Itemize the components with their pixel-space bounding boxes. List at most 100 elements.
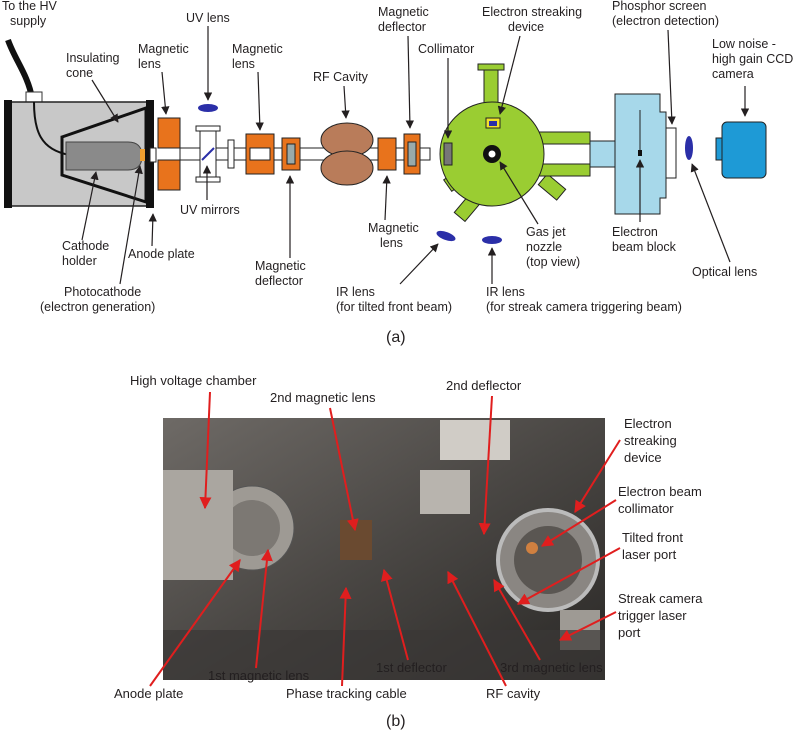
red-arrow-streak-trigger [558, 611, 617, 641]
label-optical-lens: Optical lens [692, 265, 757, 279]
label-anode-plate: Anode plate [128, 247, 195, 261]
magnetic-lens-2-bore [249, 147, 271, 161]
streaking-chamber-window [514, 526, 582, 594]
magnetic-deflector-1-core [286, 143, 296, 165]
arrow-electron-streaking-device [497, 35, 521, 115]
label-third-magnetic-lens-b: 3rd magnetic lens [500, 660, 603, 675]
hv-connector [25, 91, 43, 103]
arrow-rf-cavity [341, 85, 350, 119]
label-ccd-camera: Low noise - high gain CCD camera [712, 37, 797, 81]
label-electron-beam-collimator-b: Electron beam collimator [618, 484, 705, 516]
ir-lens-streak [482, 236, 502, 244]
arrow-phosphor-screen [667, 29, 676, 125]
phosphor-screen [665, 127, 677, 179]
arrow-magnetic-lens-3 [382, 175, 391, 221]
label-streak-camera-trigger-port-b: Streak camera trigger laser port [618, 591, 706, 640]
cathode-holder [65, 141, 143, 171]
caption-b: (b) [386, 713, 406, 730]
magnetic-lens-1-top [157, 117, 181, 149]
uv-mirror [201, 147, 215, 161]
red-arrow-tilted-front [516, 547, 621, 605]
magnetic-lens-3 [377, 137, 397, 171]
arrow-gas-jet-nozzle [499, 161, 539, 225]
label-magnetic-lens-1: Magnetic lens [138, 42, 192, 71]
red-arrow-phase-tracking-cable [339, 586, 352, 687]
ir-lens-tilted [436, 230, 456, 242]
collimator-photo [526, 542, 538, 554]
hv-chamber-body [163, 470, 233, 580]
label-electron-beam-block: Electron beam block [612, 225, 677, 254]
panel-b-arrows [149, 391, 621, 687]
label-uv-lens: UV lens [186, 11, 230, 25]
optical-lens [685, 136, 693, 160]
label-second-deflector-b: 2nd deflector [446, 378, 522, 393]
flight-tube [589, 140, 616, 168]
label-tilted-front-laser-port-b: Tilted front laser port [622, 530, 687, 562]
label-anode-plate-b: Anode plate [114, 686, 183, 701]
arrow-anode-plate [148, 213, 157, 247]
streaking-chamber [439, 63, 591, 223]
label-electron-streaking-device-b: Electron streaking device [624, 416, 680, 465]
magnetic-lens-1-bottom [157, 159, 181, 191]
label-rf-cavity: RF Cavity [313, 70, 369, 84]
label-magnetic-lens-3: Magnetic lens [368, 221, 422, 250]
label-cathode-holder: Cathode holder [62, 239, 113, 268]
label-electron-streaking-device: Electron streaking device [482, 5, 586, 34]
panel-a-arrows [81, 26, 750, 285]
label-uv-mirrors: UV mirrors [180, 203, 240, 217]
label-first-deflector-b: 1st deflector [376, 660, 447, 675]
arrow-magnetic-deflector-top [405, 35, 415, 129]
uv-lens [198, 104, 218, 112]
red-arrow-second-magnetic-lens [329, 407, 359, 532]
ccd-camera [721, 121, 767, 179]
hv-cable [5, 38, 35, 99]
label-photocathode: Photocathode (electron generation) [40, 285, 155, 314]
magnetic-deflector-2-core [407, 141, 417, 167]
rf-cavity-bottom [320, 150, 374, 186]
label-first-magnetic-lens-b: 1st magnetic lens [208, 668, 310, 683]
red-arrow-second-deflector [478, 395, 493, 536]
label-collimator: Collimator [418, 42, 474, 56]
hv-chamber-flange-inner [224, 500, 280, 556]
red-arrow-third-magnetic-lens [493, 578, 541, 661]
second-lens-photo [340, 520, 372, 560]
label-phase-tracking-cable-b: Phase tracking cable [286, 686, 407, 701]
panel-a-labels: To the HV supply Insulating cone Magneti… [2, 0, 797, 346]
beamline-flange-1 [227, 139, 235, 169]
red-arrow-streaking-device [574, 439, 621, 514]
label-insulating-cone: Insulating cone [66, 51, 123, 80]
red-arrow-anode-plate [149, 559, 241, 687]
red-arrow-first-deflector [380, 568, 409, 661]
optics-table [163, 630, 605, 680]
hv-chamber-left-flange [4, 100, 12, 208]
panel-a-schematic [4, 38, 767, 244]
label-ir-lens-streak: IR lens (for streak camera triggering be… [486, 285, 682, 314]
panel-b-labels: High voltage chamber 2nd magnetic lens 2… [114, 373, 706, 730]
label-magnetic-deflector-bottom: Magnetic deflector [255, 259, 309, 288]
anode-plate [149, 147, 157, 163]
arrow-insulating-cone [91, 79, 119, 123]
label-phosphor-screen: Phosphor screen (electron detection) [612, 0, 719, 28]
label-hv-supply: To the HV supply [2, 0, 60, 28]
photocathode [140, 149, 145, 161]
red-arrow-hv-chamber [199, 391, 212, 510]
label-gas-jet-nozzle: Gas jet nozzle (top view) [526, 225, 580, 269]
deflector-box [420, 470, 470, 514]
uv-cross-cap-top [195, 125, 221, 132]
label-hv-chamber-b: High voltage chamber [130, 373, 257, 388]
label-second-magnetic-lens-b: 2nd magnetic lens [270, 390, 376, 405]
uv-cross-cap-bottom [195, 176, 221, 183]
arrow-photocathode [119, 165, 143, 285]
red-arrow-rf-cavity [447, 570, 507, 687]
label-ir-lens-tilted: IR lens (for tilted front beam) [336, 285, 452, 314]
label-rf-cavity-b: RF cavity [486, 686, 541, 701]
arrow-cathode-holder [81, 171, 99, 241]
arrow-optical-lens [690, 163, 731, 263]
panel-b-photo [163, 418, 605, 680]
arrow-ir-lens-tilted [399, 243, 439, 285]
caption-a: (a) [386, 329, 406, 346]
arrow-magnetic-lens-1 [161, 71, 170, 115]
top-panel [440, 420, 510, 460]
beam-block-tip [638, 150, 642, 156]
